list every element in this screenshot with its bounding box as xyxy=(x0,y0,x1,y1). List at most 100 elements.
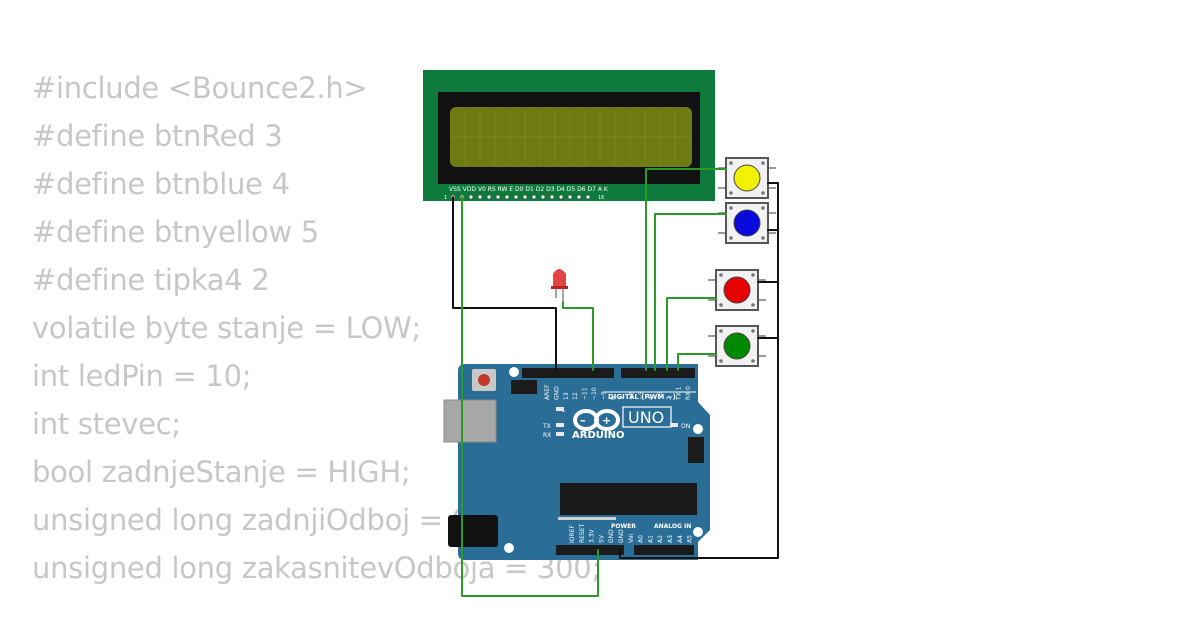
pin-label: AREF xyxy=(544,384,551,400)
led-l xyxy=(556,407,564,411)
button-corner xyxy=(751,273,755,277)
button-corner xyxy=(729,236,733,240)
analog-label: ANALOG IN xyxy=(654,523,691,530)
pin-label: 3.3V xyxy=(589,528,596,543)
push-button[interactable] xyxy=(718,157,776,199)
digital-header-left xyxy=(522,368,614,378)
wire-yellow-pin5 xyxy=(645,168,727,371)
digital-header-right xyxy=(621,368,695,378)
pin-label: ~5 xyxy=(638,391,645,400)
led-body xyxy=(553,269,566,288)
power-jack xyxy=(448,515,498,547)
lcd-pin-header xyxy=(450,194,591,200)
code-line: #define tipka4 2 xyxy=(32,263,270,297)
pin-label: ~11 xyxy=(582,387,589,400)
led-tx-label: TX xyxy=(542,423,551,430)
mount-hole-tl xyxy=(509,367,519,377)
button-corner xyxy=(761,206,765,210)
led-rx xyxy=(556,432,564,436)
power-label: POWER xyxy=(611,523,636,530)
button-cap xyxy=(733,209,761,237)
pin-label: 2 xyxy=(666,396,673,400)
logo-plus: + xyxy=(602,414,611,427)
led-tx xyxy=(556,423,564,427)
lcd-pin-first: 1 xyxy=(444,195,447,201)
button-cap xyxy=(723,276,751,304)
code-line: #include <Bounce2.h> xyxy=(32,71,368,105)
code-line: int ledPin = 10; xyxy=(32,359,252,393)
uno-label: UNO xyxy=(628,408,664,427)
button-corner xyxy=(729,191,733,195)
arduino-brand: ARDUINO xyxy=(572,430,624,441)
pin-label: RX 0 xyxy=(685,386,692,400)
icsp-header-top xyxy=(511,380,537,394)
uno-box xyxy=(622,406,672,428)
button-corner xyxy=(751,303,755,307)
button-cap xyxy=(733,164,761,192)
usb-connector xyxy=(443,399,497,443)
wire-red-pin3 xyxy=(666,297,717,371)
code-line: bool zadnjeStanje = HIGH; xyxy=(32,455,411,489)
wire-blue-pin4 xyxy=(654,213,727,371)
lcd-pin-last: 16 xyxy=(598,195,604,201)
button-corner xyxy=(751,329,755,333)
pin-label: ~6 xyxy=(629,391,636,400)
push-button[interactable] xyxy=(708,325,766,367)
pin-label: 13 xyxy=(563,392,570,400)
pin-label: Vin xyxy=(628,533,635,543)
reset-button-cap xyxy=(478,374,490,386)
pin-label: A2 xyxy=(657,535,664,543)
led-rx-label: RX xyxy=(543,432,551,439)
button-corner xyxy=(761,236,765,240)
pin-label: 4 xyxy=(647,396,654,400)
pin-label: GND xyxy=(608,529,615,543)
pin-label: A0 xyxy=(638,535,645,543)
chip-pins-bottom xyxy=(558,517,616,520)
pin-label: 12 xyxy=(572,392,579,400)
lcd-pin-labels: VSS VDD V0 RS RW E D0 D1 D2 D3 D4 D5 D6 … xyxy=(449,186,609,193)
red-led xyxy=(551,269,568,302)
pin-label: A4 xyxy=(677,535,684,543)
logo-minus: – xyxy=(580,414,586,427)
button-corner xyxy=(751,359,755,363)
pin-label: RESET xyxy=(579,523,586,543)
wire-gnd-bus xyxy=(619,182,779,559)
led-on xyxy=(670,423,678,427)
button-corner xyxy=(761,161,765,165)
pin-label: 7 xyxy=(619,396,626,400)
button-corner xyxy=(729,161,733,165)
wire-green-pin2 xyxy=(677,353,717,371)
wire-lcd-vss-gnd xyxy=(452,196,557,371)
button-cap xyxy=(723,332,751,360)
pin-label: GND xyxy=(618,529,625,543)
pin-label: A1 xyxy=(647,535,654,543)
button-corner xyxy=(729,206,733,210)
pin-label: 5V xyxy=(598,534,605,543)
push-button[interactable] xyxy=(718,202,776,244)
code-line: int stevec; xyxy=(32,407,181,441)
pin-label: ~3 xyxy=(657,391,664,400)
pin-label: ~9 xyxy=(600,391,607,400)
code-line: #define btnRed 3 xyxy=(32,119,283,153)
push-button[interactable] xyxy=(708,269,766,311)
pin-label: GND xyxy=(553,386,560,400)
pin-label: TX 1 xyxy=(676,386,683,401)
mount-hole-bl xyxy=(504,543,514,553)
button-corner xyxy=(719,273,723,277)
code-line: volatile byte stanje = LOW; xyxy=(32,311,421,345)
on-label: ON xyxy=(681,423,690,430)
button-corner xyxy=(719,359,723,363)
code-line: unsigned long zadnjiOdboj = 0; xyxy=(32,503,480,537)
pin-label: IOREF xyxy=(569,525,576,543)
code-line: #define btnyellow 5 xyxy=(32,215,319,249)
pin-label: A3 xyxy=(667,535,674,543)
arduino-uno-board: DIGITAL (PWM ~) – + UNO ARDUINO L TX RX … xyxy=(443,364,710,560)
pin-label: 8 xyxy=(610,396,617,400)
lcd-screen-grid xyxy=(452,110,690,164)
code-overlay: #include <Bounce2.h> #define btnRed 3 #def… xyxy=(32,68,601,596)
button-corner xyxy=(719,303,723,307)
button-corner xyxy=(761,191,765,195)
pin-label: A5 xyxy=(687,535,694,543)
